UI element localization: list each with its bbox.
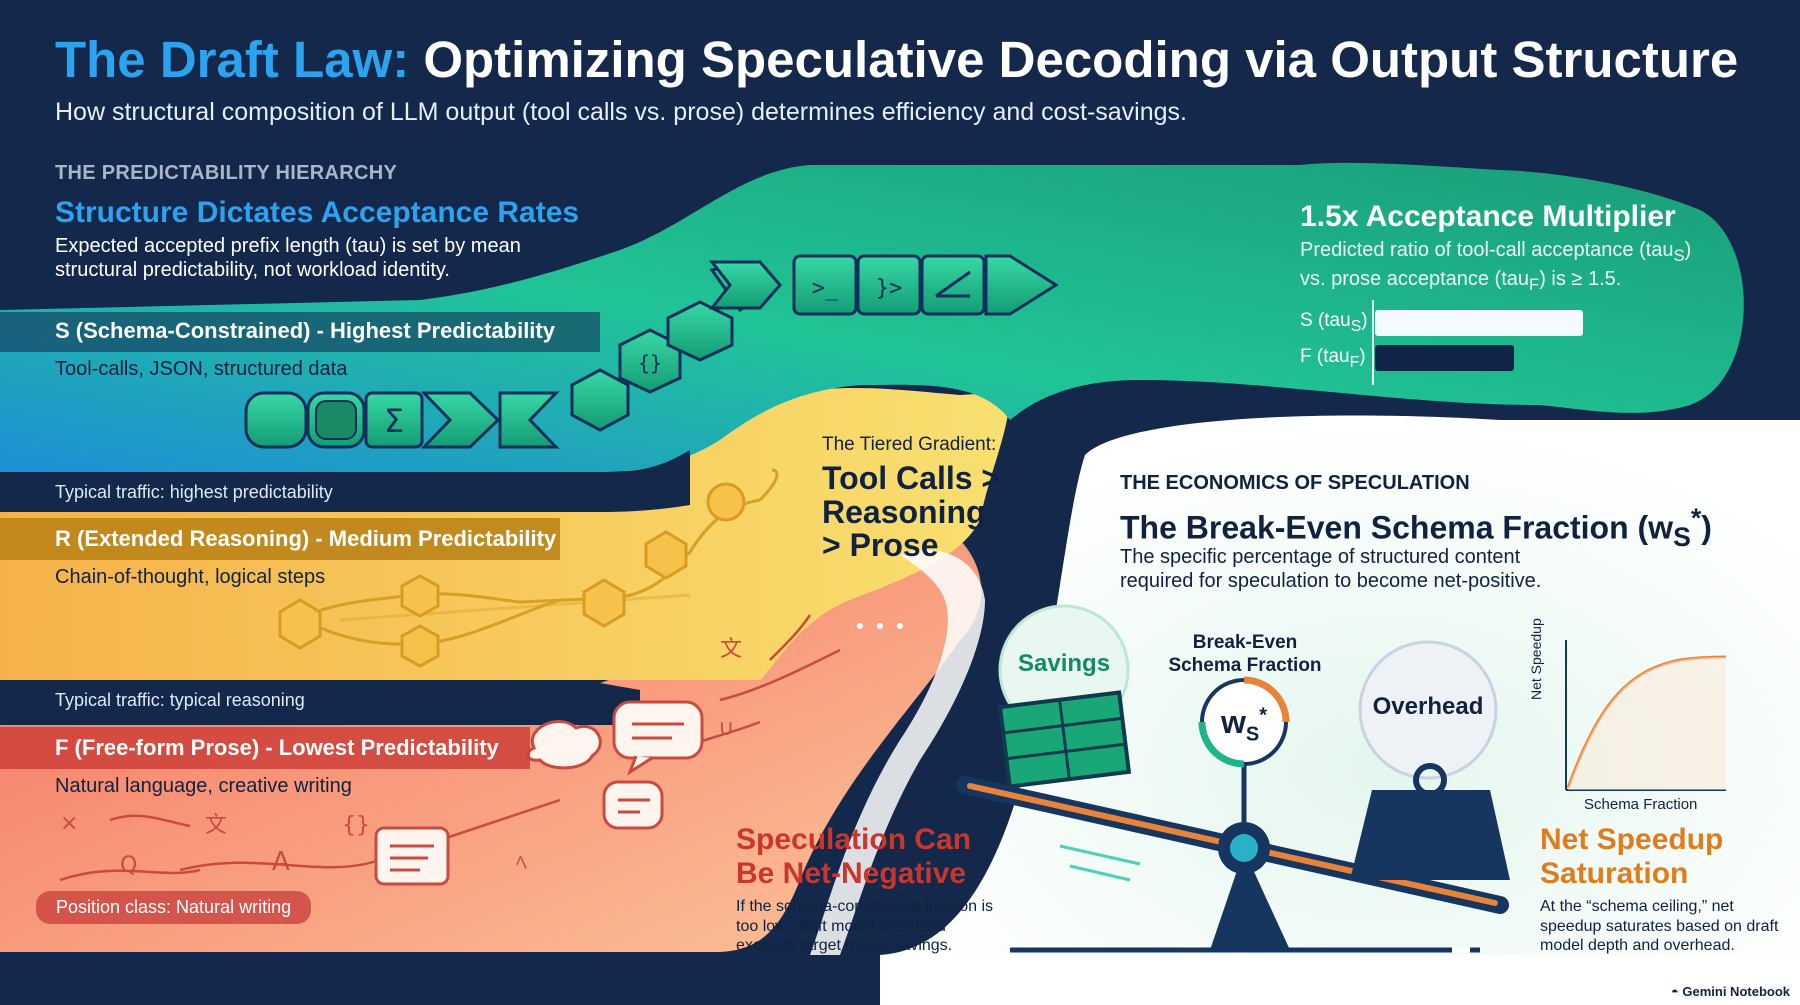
svg-text:文: 文 bbox=[205, 813, 227, 838]
multiplier-desc-sub-s: S bbox=[1673, 246, 1685, 265]
svg-text:}>: }> bbox=[876, 276, 903, 301]
tier-f-note: Position class: Natural writing bbox=[36, 891, 312, 924]
svg-text:ﾍ: ﾍ bbox=[516, 851, 527, 876]
hierarchy-eyebrow: THE PREDICTABILITY HIERARCHY bbox=[55, 162, 398, 184]
hierarchy-description: Expected accepted prefix length (tau) is… bbox=[55, 235, 521, 282]
economics-title: The Break-Even Schema Fraction (wS*) bbox=[1120, 503, 1712, 553]
gradient-line-3: > Prose bbox=[822, 527, 939, 564]
bar-s bbox=[1375, 310, 1583, 336]
tier-s-band bbox=[0, 312, 600, 352]
tier-r-desc: Chain-of-thought, logical steps bbox=[55, 566, 326, 588]
tier-s-desc: Tool-calls, JSON, structured data bbox=[55, 358, 348, 380]
page-title: The Draft Law: Optimizing Speculative De… bbox=[55, 30, 1738, 89]
title-highlight: The Draft Law: bbox=[55, 31, 410, 88]
svg-text:文: 文 bbox=[720, 637, 742, 662]
svg-text:Σ: Σ bbox=[384, 402, 404, 440]
bar-label-s-sub: S bbox=[1350, 317, 1362, 335]
gradient-line-1: Tool Calls > bbox=[822, 460, 1001, 496]
speech-bubbles bbox=[374, 700, 704, 886]
ws-star-symbol: wS* bbox=[1206, 704, 1282, 746]
svg-text:A: A bbox=[272, 847, 290, 877]
curve-x-label: Schema Fraction bbox=[1584, 796, 1698, 813]
svg-text:>_: >_ bbox=[812, 276, 839, 301]
title-rest: Optimizing Speculative Decoding via Outp… bbox=[423, 31, 1739, 88]
bar-axis bbox=[1372, 300, 1374, 385]
svg-text:×: × bbox=[60, 811, 78, 836]
bar-label-s-close: ) bbox=[1361, 310, 1368, 331]
saturation-title-line-2: Saturation bbox=[1540, 856, 1689, 890]
breakeven-line-2: Schema Fraction bbox=[1168, 654, 1322, 676]
economics-title-text: The Break-Even Schema Fraction (w bbox=[1120, 509, 1674, 546]
svg-text:{}: {} bbox=[638, 351, 662, 375]
economics-title-sup: * bbox=[1690, 503, 1702, 533]
multiplier-description: Predicted ratio of tool-call acceptance … bbox=[1300, 238, 1740, 296]
page-subtitle: How structural composition of LLM output… bbox=[55, 98, 1187, 126]
negative-title-line-2: Be Net-Negative bbox=[736, 856, 967, 890]
negative-title-line-1: Speculation Can bbox=[736, 823, 972, 856]
overhead-label: Overhead bbox=[1372, 693, 1484, 720]
schema-block-chain: Σ {} >_ }> bbox=[244, 254, 1059, 449]
economics-description: The specific percentage of structured co… bbox=[1120, 546, 1542, 593]
tiered-gradient: The Tiered Gradient: Tool Calls > Reason… bbox=[822, 434, 1022, 563]
saturation-description: At the “schema ceiling,” net speedup sat… bbox=[1540, 898, 1779, 955]
bar-f bbox=[1375, 345, 1514, 371]
tier-f-desc: Natural language, creative writing bbox=[55, 775, 352, 797]
bar-label-s-text: S (tau bbox=[1300, 310, 1351, 331]
reasoning-nodes bbox=[278, 482, 746, 668]
hierarchy-heading: Structure Dictates Acceptance Rates bbox=[55, 196, 580, 229]
saturation-curve-chart bbox=[1565, 640, 1727, 791]
bar-label-s: S (tauS) bbox=[1300, 310, 1368, 336]
economics-title-close: ) bbox=[1701, 509, 1712, 546]
savings-stack bbox=[997, 690, 1132, 789]
bar-label-f-text: F (tau bbox=[1300, 346, 1350, 367]
svg-text:{}: {} bbox=[342, 813, 370, 838]
tier-s-note: Typical traffic: highest predictability bbox=[55, 482, 333, 502]
footer-brand: ◓ Gemini Notebook bbox=[1671, 984, 1790, 999]
bar-label-f-close: ) bbox=[1359, 346, 1366, 367]
curve-y-label: Net Speedup bbox=[1528, 618, 1544, 700]
brand-text: Gemini Notebook bbox=[1682, 984, 1790, 999]
saturation-title: Net Speedup Saturation bbox=[1540, 823, 1723, 890]
multiplier-desc-a: Predicted ratio of tool-call acceptance … bbox=[1300, 239, 1674, 261]
tier-r-note: Typical traffic: typical reasoning bbox=[55, 690, 305, 710]
multiplier-desc-c: vs. prose acceptance (tau bbox=[1300, 267, 1530, 290]
tier-f-label: F (Free-form Prose) - Lowest Predictabil… bbox=[55, 735, 499, 760]
gradient-caption: The Tiered Gradient: bbox=[822, 434, 997, 455]
multiplier-desc-b: ) bbox=[1684, 239, 1692, 261]
economics-eyebrow: THE ECONOMICS OF SPECULATION bbox=[1120, 472, 1470, 494]
breakeven-label: Break-Even Schema Fraction bbox=[1160, 632, 1330, 678]
multiplier-desc-sub-f: F bbox=[1529, 274, 1540, 294]
ws-sub: S bbox=[1245, 723, 1260, 746]
tier-r-band bbox=[0, 518, 560, 560]
breakeven-line-1: Break-Even bbox=[1192, 632, 1298, 653]
tier-s-label: S (Schema-Constrained) - Highest Predict… bbox=[55, 318, 555, 343]
gradient-line-2: Reasoning bbox=[822, 493, 986, 530]
savings-label: Savings bbox=[1018, 650, 1111, 677]
brand-icon: ◓ bbox=[1670, 984, 1679, 999]
economics-title-sub: S bbox=[1673, 522, 1691, 553]
ws-sup: * bbox=[1259, 704, 1268, 727]
tier-r-label: R (Extended Reasoning) - Medium Predicta… bbox=[55, 526, 557, 551]
bar-label-f-sub: F bbox=[1349, 353, 1360, 371]
multiplier-title: 1.5x Acceptance Multiplier bbox=[1300, 200, 1676, 233]
ws-main: w bbox=[1220, 704, 1246, 740]
svg-text:Q: Q bbox=[120, 853, 137, 878]
svg-text:∪: ∪ bbox=[718, 716, 734, 741]
saturation-title-line-1: Net Speedup bbox=[1540, 823, 1724, 856]
negative-title: Speculation Can Be Net-Negative bbox=[736, 823, 971, 890]
bar-label-f: F (tauF) bbox=[1300, 346, 1366, 372]
negative-description: If the schema-constrained fraction is to… bbox=[736, 898, 994, 955]
tier-f-band bbox=[0, 727, 530, 769]
multiplier-desc-d: ) is ≥ 1.5. bbox=[1539, 267, 1622, 290]
seesaw-illustration bbox=[956, 604, 1510, 953]
